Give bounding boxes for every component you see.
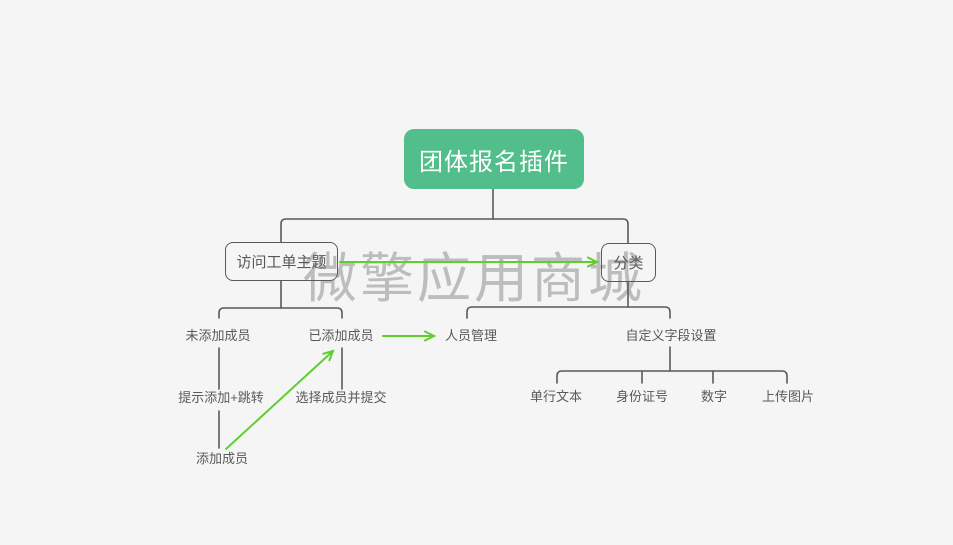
node-custom-field-settings: 自定义字段设置: [625, 328, 717, 343]
node-number: 数字: [700, 389, 728, 404]
node-select-member-submit: 选择成员并提交: [295, 390, 387, 405]
node-personnel-management: 人员管理: [444, 328, 498, 343]
node-add-member: 添加成员: [195, 451, 249, 466]
relation-arrows: [225, 256, 600, 450]
tree-connectors: [218, 188, 788, 449]
node-prompt-add-jump: 提示添加+跳转: [178, 390, 264, 405]
node-root-group-signup-plugin: 团体报名插件: [404, 129, 584, 189]
store-watermark: 微擎应用商城: [303, 249, 645, 309]
node-id-card-number: 身份证号: [615, 389, 669, 404]
node-upload-image: 上传图片: [761, 389, 815, 404]
node-visit-ticket-topic: 访问工单主题: [225, 242, 338, 281]
node-single-line-text: 单行文本: [529, 389, 583, 404]
node-member-not-added: 未添加成员: [185, 328, 251, 343]
node-member-added: 已添加成员: [308, 328, 374, 343]
arrow-addmember-to-hasmember: [225, 349, 335, 450]
node-category: 分类: [601, 243, 656, 282]
